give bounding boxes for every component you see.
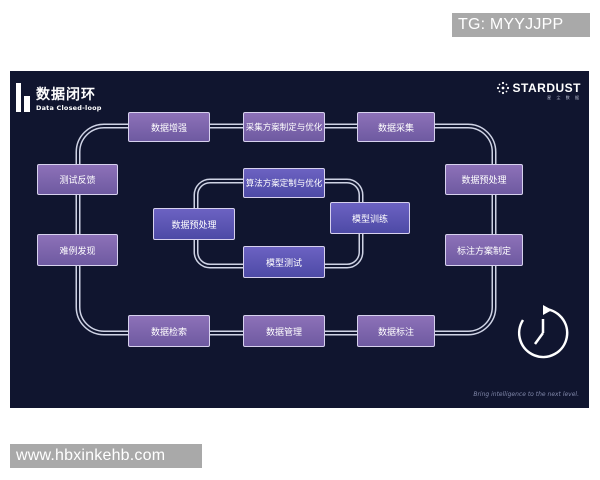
brand-name: STARDUST <box>512 81 581 95</box>
node-test-feedback: 测试反馈 <box>37 164 118 195</box>
clock-refresh-icon <box>517 305 569 359</box>
watermark-top: TG: MYYJJPP <box>452 13 590 37</box>
tagline: Bring intelligence to the next level. <box>473 391 579 398</box>
node-collection-plan: 采集方案制定与优化 <box>243 112 325 142</box>
node-annotation-plan: 标注方案制定 <box>445 234 523 266</box>
node-data-preprocessing-outer: 数据预处理 <box>445 164 523 195</box>
slide-title: 数据闭环 <box>36 87 96 103</box>
node-hard-case-discovery: 难例发现 <box>37 234 118 266</box>
node-data-annotation: 数据标注 <box>357 315 435 347</box>
node-data-preprocessing-inner: 数据预处理 <box>153 208 235 240</box>
node-algorithm-plan: 算法方案定制与优化 <box>243 168 325 198</box>
node-data-management: 数据管理 <box>243 315 325 347</box>
node-model-testing: 模型测试 <box>243 246 325 278</box>
node-data-collection: 数据采集 <box>357 112 435 142</box>
brand-logo: STARDUST <box>496 81 581 95</box>
stardust-logo-icon <box>496 81 509 95</box>
slide: 数据闭环 Data Closed-loop STARDUST 星 尘 数 据 数… <box>10 71 589 408</box>
slide-subtitle: Data Closed-loop <box>36 104 102 112</box>
watermark-bottom: www.hbxinkehb.com <box>10 444 202 468</box>
node-data-augmentation: 数据增强 <box>128 112 210 142</box>
node-data-retrieval: 数据检索 <box>128 315 210 347</box>
node-model-training: 模型训练 <box>330 202 410 234</box>
data-loop-logo <box>16 83 38 112</box>
brand-subtitle: 星 尘 数 据 <box>547 95 581 100</box>
outer-loop-track <box>75 123 497 336</box>
